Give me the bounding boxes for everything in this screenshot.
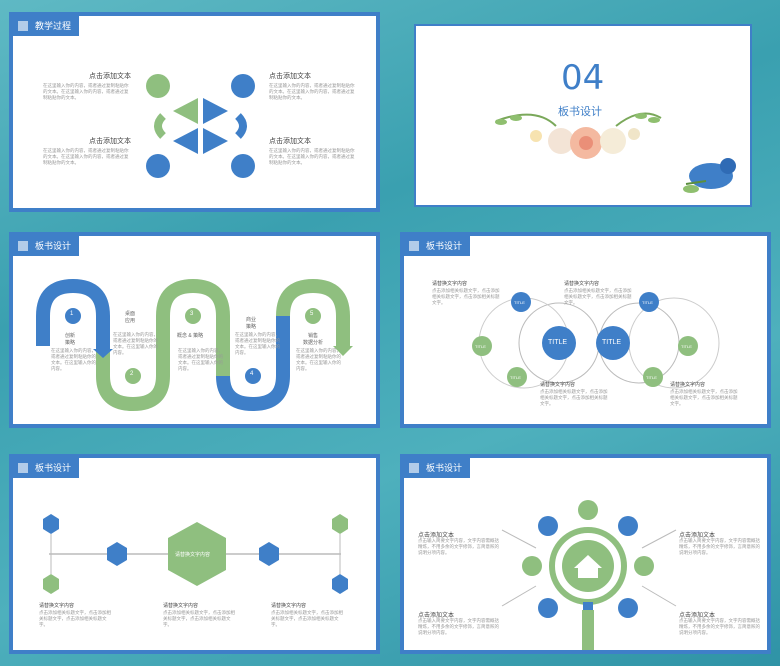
block-title: 点击添加文本 xyxy=(418,533,455,539)
text-title: 点击添加文本 xyxy=(269,138,311,145)
step-desc: 在这里输入你的内容，或者通过复制粘贴你的文本。在这里输入你的内容。 xyxy=(235,332,280,355)
step-label: 桌面 应用 xyxy=(125,311,136,324)
slide-1[interactable]: 教学过程 点击添加文本 在这里输入你的内容，或者通过复制粘贴你的文本。在这里输入… xyxy=(9,12,380,212)
block-title: 请替换文字内容 xyxy=(670,382,706,388)
node-title: TITLE xyxy=(642,300,653,305)
slide-header: 板书设计 xyxy=(13,458,80,478)
center-hex-text: 请替换文字内容 xyxy=(175,552,211,558)
step-desc: 在这里输入你的内容，或者通过复制粘贴你的文本。在这里输入你的内容。 xyxy=(178,348,223,371)
block-title: 请替换文字内容 xyxy=(564,281,600,287)
magnifier-graphic xyxy=(501,500,677,650)
step-number: 3 xyxy=(190,311,194,317)
dual-cycle-graphic xyxy=(472,292,720,389)
block-body: 点击添加相关标题文字，点击添加相关标题文字，点击添加相关标题文字。 xyxy=(670,389,738,406)
text-body: 在这里输入你的内容，或者通过复制粘贴你的文本。在这里输入你的内容，或者通过复制粘… xyxy=(269,83,355,100)
slide-header: 板书设计 xyxy=(404,236,471,256)
step-label: 创新 策略 xyxy=(65,333,76,346)
step-number: 5 xyxy=(310,311,314,317)
block-body: 点击输入简要文字内容，文字内容需概括精炼，不用多余的文字修饰，言简意赅的说明分项… xyxy=(679,538,760,555)
flower-wreath-graphic xyxy=(495,112,736,193)
block-title: 点击添加文本 xyxy=(679,613,716,619)
slide-6[interactable]: 板书设计 点击添加文本 点击输入简要文字内容，文字内容需概括精炼，不用多余的文字… xyxy=(400,454,771,654)
node-title: TITLE xyxy=(510,375,521,380)
block-body: 点击添加相关标题文字，点击添加相关标题文字，点击添加相关标题文字。 xyxy=(564,288,632,305)
step-desc: 在这里输入你的内容，或者通过复制粘贴你的文本。在这里输入你的内容。 xyxy=(51,348,96,371)
node-title: TITLE xyxy=(514,300,525,305)
block-body: 点击添加相关标题文字，点击添加相关标题文字，点击添加相关标题文字。 xyxy=(163,610,235,627)
step-number: 2 xyxy=(130,371,134,377)
block-body: 点击输入简要文字内容，文字内容需概括精炼，不用多余的文字修饰，言简意赅的说明分项… xyxy=(418,538,499,555)
block-body: 点击输入简要文字内容，文字内容需概括精炼，不用多余的文字修饰，言简意赅的说明分项… xyxy=(418,618,499,635)
step-desc: 在这里输入你的内容，或者通过复制粘贴你的文本。在这里输入你的内容。 xyxy=(296,348,341,371)
zigzag-process-graphic xyxy=(36,278,353,412)
text-title: 点击添加文本 xyxy=(89,73,131,80)
block-title: 请替换文字内容 xyxy=(540,382,576,388)
step-label: 销售 数据分析 xyxy=(303,333,324,346)
block-body: 点击添加相关标题文字，点击添加相关标题文字，点击添加相关标题文字。 xyxy=(432,288,500,305)
block-title: 点击添加文本 xyxy=(418,613,455,619)
block-body: 点击输入简要文字内容，文字内容需概括精炼，不用多余的文字修饰，言简意赅的说明分项… xyxy=(679,618,760,635)
slide-2[interactable]: 04 板书设计 xyxy=(414,24,752,207)
block-body: 点击添加相关标题文字，点击添加相关标题文字，点击添加相关标题文字。 xyxy=(540,389,608,406)
step-number: 4 xyxy=(250,371,254,377)
node-title: TITLE xyxy=(681,344,692,349)
block-title: 请替换文字内容 xyxy=(163,603,199,609)
block-title: 请替换文字内容 xyxy=(432,281,468,287)
slide-header: 教学过程 xyxy=(13,16,80,36)
slide-4[interactable]: 板书设计 TITLE TITLE TITLE TITLE TITLE TITLE… xyxy=(400,232,771,428)
block-title: 点击添加文本 xyxy=(679,533,716,539)
hex-timeline-graphic xyxy=(43,514,348,594)
section-title: 板书设计 xyxy=(558,106,602,118)
block-body: 点击添加相关标题文字，点击添加相关标题文字，点击添加相关标题文字。 xyxy=(39,610,111,627)
node-title: TITLE xyxy=(475,344,486,349)
center-title: TITLE xyxy=(548,339,568,346)
people-cycle-graphic xyxy=(146,74,255,178)
step-label: 概念 & 策略 xyxy=(177,333,204,339)
text-title: 点击添加文本 xyxy=(89,138,131,145)
text-body: 在这里输入你的内容，或者通过复制粘贴你的文本。在这里输入你的内容，或者通过复制粘… xyxy=(43,83,129,100)
slide-5[interactable]: 板书设计 请替换文字内容 请替换文字内容 点击添加相关标题文字，点击添加相关标题… xyxy=(9,454,380,654)
text-body: 在这里输入你的内容，或者通过复制粘贴你的文本。在这里输入你的内容，或者通过复制粘… xyxy=(269,148,355,165)
block-title: 请替换文字内容 xyxy=(271,603,307,609)
slide-header: 板书设计 xyxy=(404,458,471,478)
center-title: TITLE xyxy=(602,339,622,346)
block-title: 请替换文字内容 xyxy=(39,603,75,609)
block-body: 点击添加相关标题文字，点击添加相关标题文字，点击添加相关标题文字。 xyxy=(271,610,343,627)
step-desc: 在这里输入你的内容，或者通过复制粘贴你的文本。在这里输入你的内容。 xyxy=(113,332,158,355)
text-body: 在这里输入你的内容，或者通过复制粘贴你的文本。在这里输入你的内容，或者通过复制粘… xyxy=(43,148,129,165)
section-number: 04 xyxy=(561,58,605,98)
step-number: 1 xyxy=(70,311,74,317)
text-title: 点击添加文本 xyxy=(269,73,311,80)
node-title: TITLE xyxy=(646,375,657,380)
step-label: 商业 策略 xyxy=(246,317,257,330)
slide-3[interactable]: 板书设计 1 2 3 4 5 创新 策略 桌面 应用 概念 & 策略 商业 策略… xyxy=(9,232,380,428)
slide-header: 板书设计 xyxy=(13,236,80,256)
